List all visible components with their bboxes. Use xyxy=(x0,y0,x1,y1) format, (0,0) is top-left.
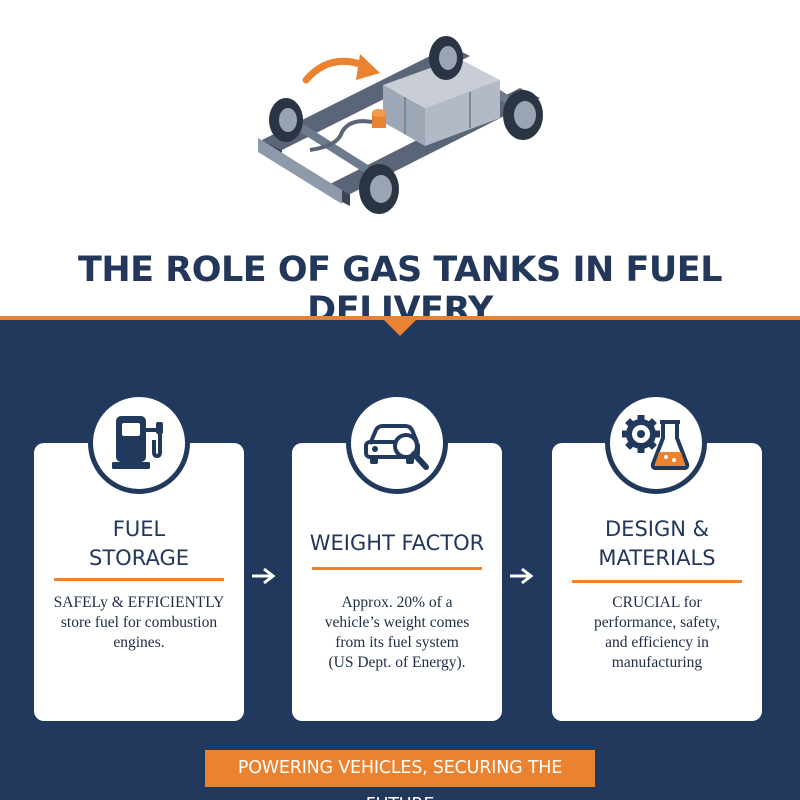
gear-flask-icon xyxy=(622,415,690,470)
car-chassis-illustration xyxy=(258,36,543,214)
card-title: DESIGN & MATERIALS xyxy=(598,517,716,570)
card-body: Approx. 20% of a vehicle’s weight comes … xyxy=(324,594,470,671)
wheel-icon xyxy=(429,36,463,80)
wheel-icon xyxy=(359,164,399,214)
car-magnifier-badge xyxy=(346,392,448,494)
wheel-icon xyxy=(269,98,303,142)
card-divider xyxy=(572,580,742,583)
gear-flask-badge xyxy=(605,392,707,494)
card-title: WEIGHT FACTOR xyxy=(309,531,485,555)
card-divider xyxy=(54,578,224,581)
car-magnifier-icon xyxy=(364,424,429,470)
weight-factor-card: WEIGHT FACTOR Approx. 20% of a vehicle’s… xyxy=(292,443,502,721)
fuel-pump-badge xyxy=(88,392,190,494)
divider-notch xyxy=(383,319,417,336)
card-divider xyxy=(312,567,482,570)
fuel-pump-icon xyxy=(112,416,163,469)
card-title: FUEL STORAGE xyxy=(89,517,189,570)
orange-divider xyxy=(0,316,800,320)
footer-banner: POWERING VEHICLES, SECURING THE FUTURE xyxy=(205,750,595,800)
card-body: SAFELy & EFFICIENTLY store fuel for comb… xyxy=(53,594,225,651)
wheel-icon xyxy=(503,90,543,140)
arrow-right-icon xyxy=(252,567,276,585)
arrow-right-icon xyxy=(510,567,534,585)
card-body: CRUCIAL for performance, safety, and eff… xyxy=(594,594,720,671)
